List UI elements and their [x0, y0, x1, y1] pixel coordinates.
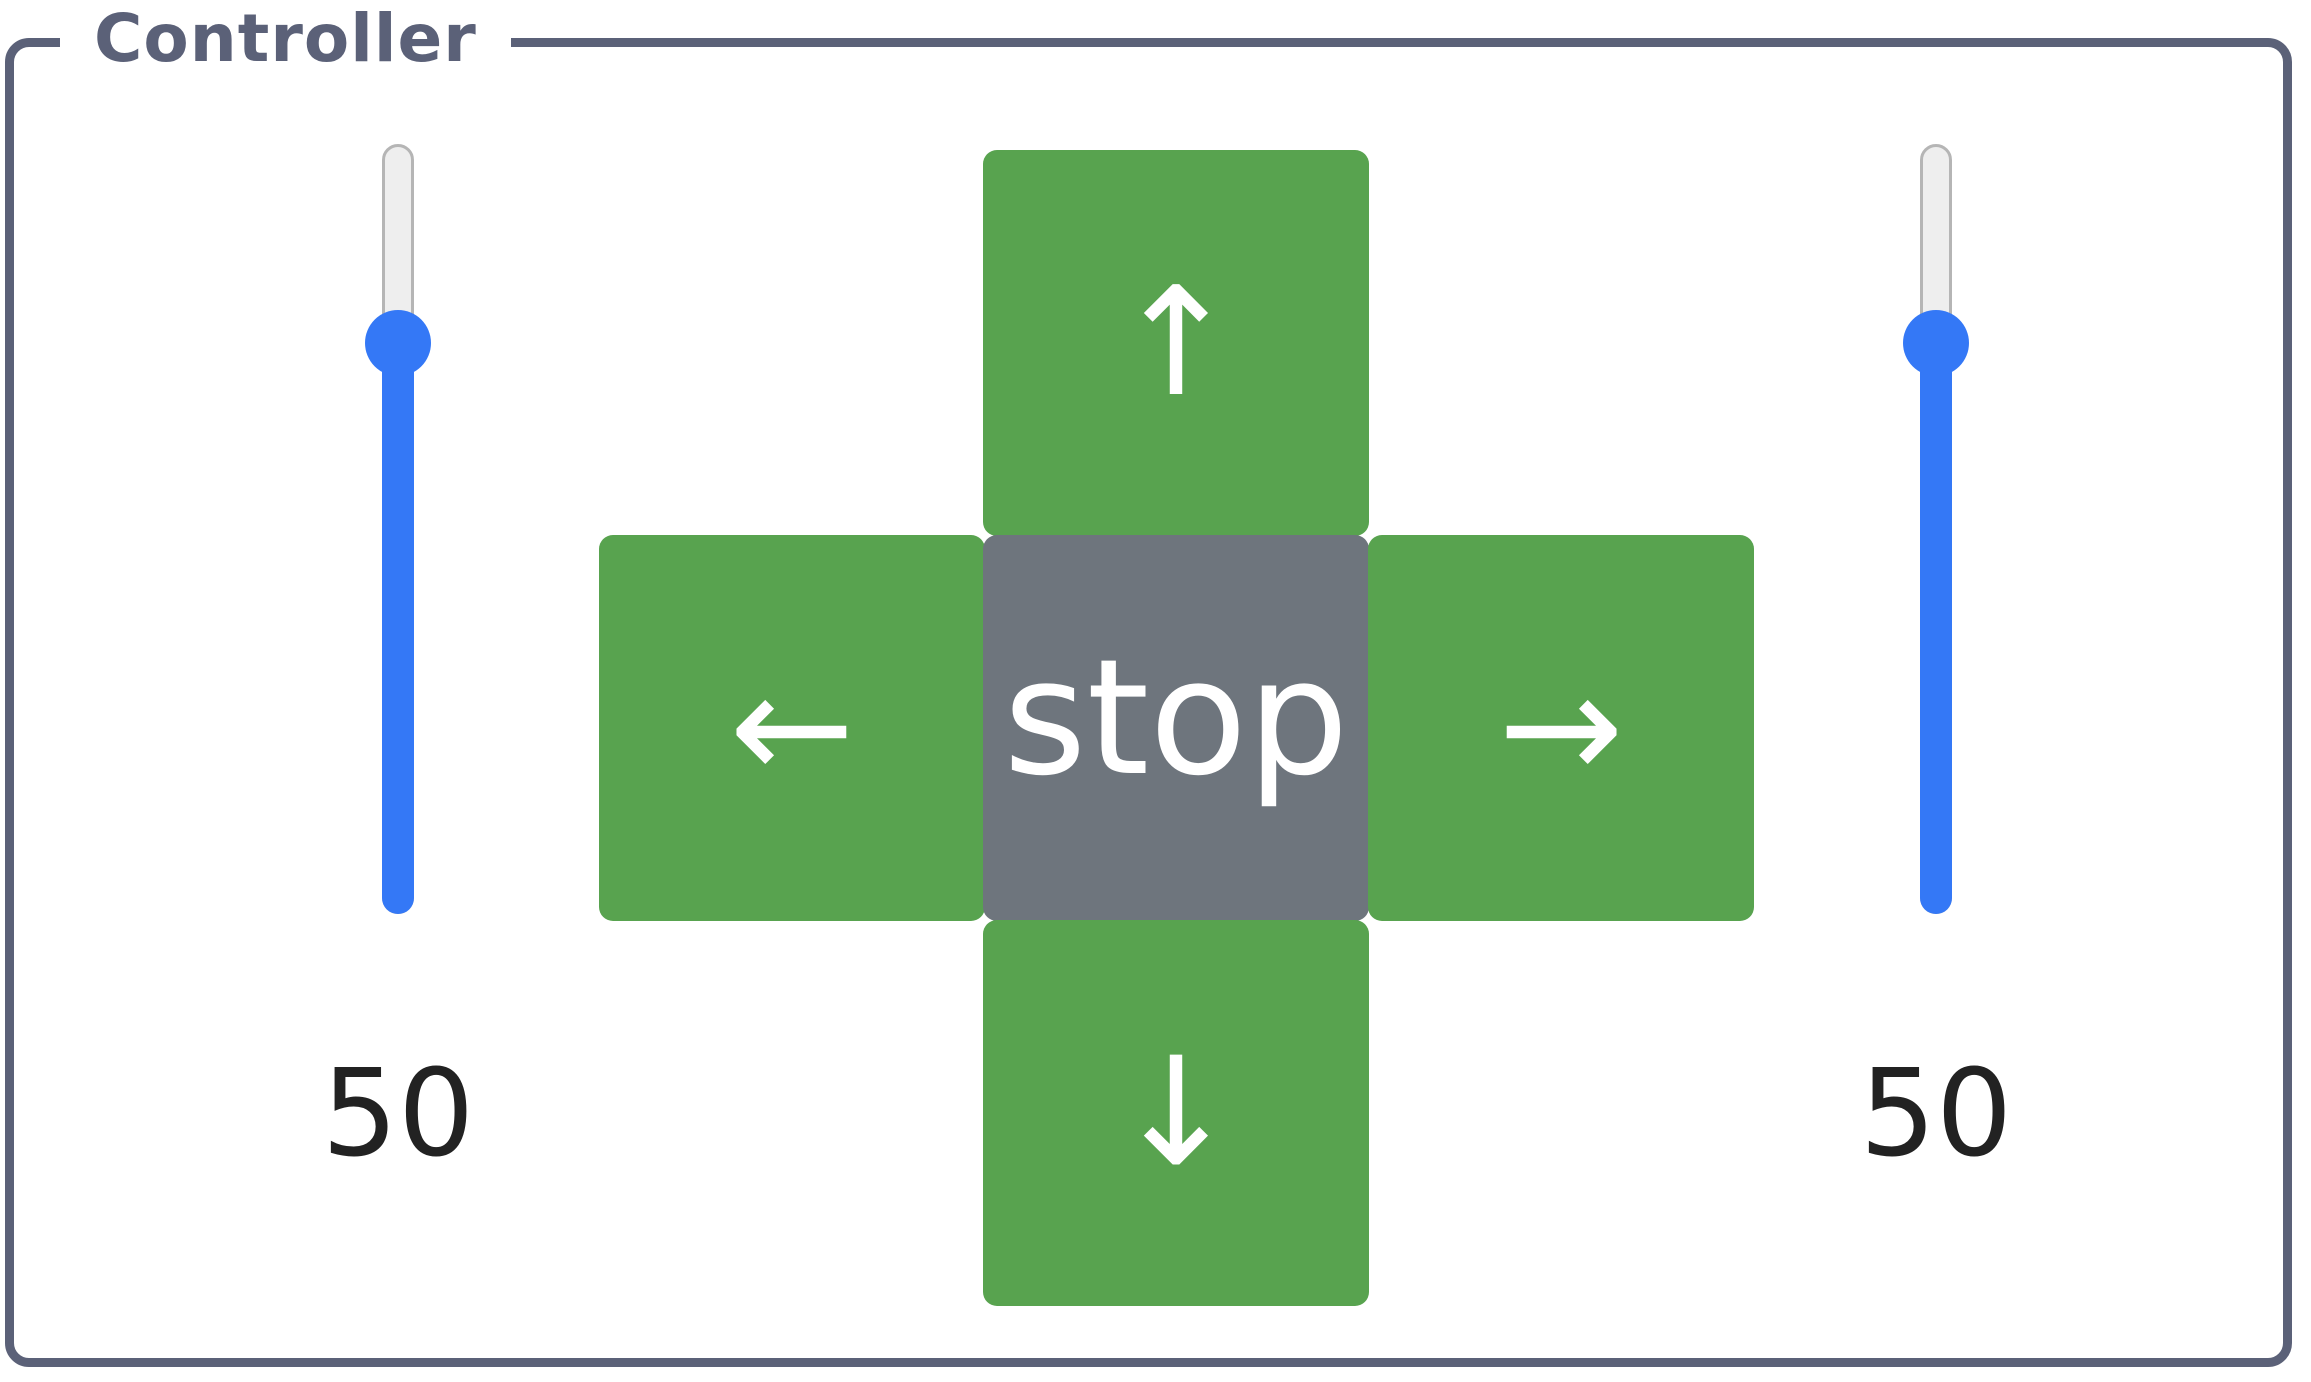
right-slider-fill	[1920, 353, 1952, 914]
right-button[interactable]: →	[1368, 535, 1754, 921]
panel-title: Controller	[60, 0, 511, 80]
arrow-up-icon: ↑	[1113, 256, 1239, 430]
left-slider-value: 50	[321, 1045, 475, 1184]
up-button[interactable]: ↑	[983, 150, 1369, 536]
right-slider-thumb[interactable]	[1903, 310, 1969, 377]
arrow-down-icon: ↓	[1113, 1026, 1239, 1200]
arrow-left-icon: ←	[729, 641, 855, 815]
left-slider-thumb[interactable]	[365, 310, 431, 377]
right-slider[interactable]	[1896, 140, 1976, 920]
left-slider-fill	[382, 353, 414, 914]
arrow-right-icon: →	[1498, 641, 1624, 815]
down-button[interactable]: ↓	[983, 920, 1369, 1306]
left-slider[interactable]	[358, 140, 438, 920]
stop-button-label: stop	[1003, 624, 1349, 811]
stop-button[interactable]: stop	[983, 535, 1369, 921]
controller-panel	[5, 38, 2292, 1367]
left-button[interactable]: ←	[599, 535, 985, 921]
right-slider-value: 50	[1859, 1045, 2013, 1184]
